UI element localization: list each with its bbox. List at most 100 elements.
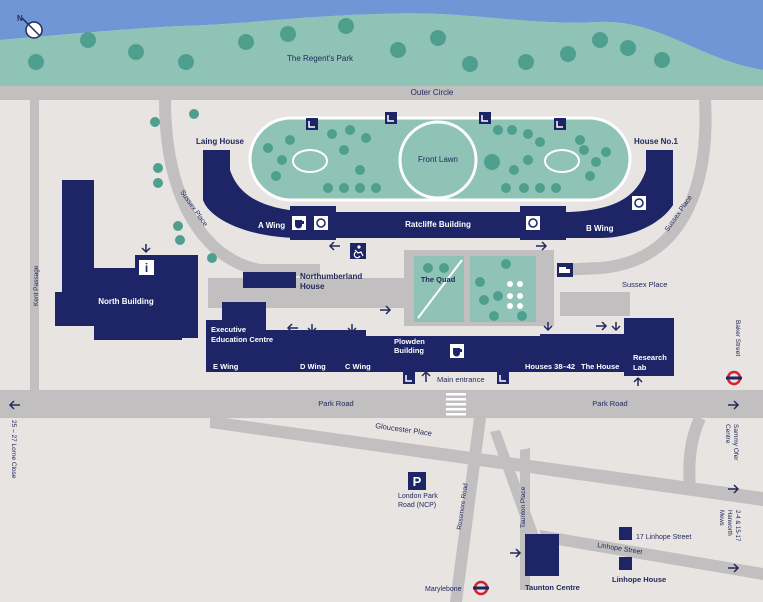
restaurant-plate xyxy=(316,218,326,228)
arrow-icon xyxy=(380,305,392,315)
regents-park xyxy=(0,13,763,89)
underground-icon[interactable] xyxy=(473,580,489,596)
tree xyxy=(501,259,511,269)
label-a-wing: A Wing xyxy=(258,221,285,230)
northumberland-house xyxy=(243,272,296,288)
entrance-icon[interactable] xyxy=(554,118,566,130)
label-laing-house: Laing House xyxy=(196,137,245,146)
arrow-icon xyxy=(286,323,298,333)
research-lab xyxy=(624,318,674,376)
label-plowden-1: Plowden xyxy=(394,337,425,346)
parking-glyph: P xyxy=(413,474,422,489)
cafe-cup xyxy=(295,220,304,229)
pedestrian-crossing xyxy=(446,393,466,416)
linhope-17-building xyxy=(619,527,632,540)
tree xyxy=(479,295,489,305)
tree xyxy=(509,165,519,175)
entrance-glyph xyxy=(556,121,563,128)
label-london-park-2: Road (NCP) xyxy=(398,502,436,509)
tree xyxy=(345,125,355,135)
arrow-icon xyxy=(728,484,740,494)
label-sussex-place-south: Sussex Place xyxy=(622,280,667,289)
restaurant-icon[interactable] xyxy=(632,196,646,210)
label-main-entrance: Main entrance xyxy=(437,375,485,384)
tree xyxy=(462,56,478,72)
tree xyxy=(327,129,337,139)
tree xyxy=(207,253,217,263)
label-baker-street: Baker Street xyxy=(734,320,741,356)
direction-arrows xyxy=(8,241,740,573)
tree xyxy=(620,40,636,56)
restaurant-icon-bg xyxy=(314,216,328,230)
tree xyxy=(263,143,273,153)
tree xyxy=(519,183,529,193)
label-outer-circle: Outer Circle xyxy=(411,88,454,97)
entrance-icon[interactable] xyxy=(385,112,397,124)
tree xyxy=(323,183,333,193)
tree xyxy=(579,145,589,155)
entrance-glyph xyxy=(405,375,412,382)
entrance-icon[interactable] xyxy=(479,112,491,124)
tree xyxy=(271,171,281,181)
tree xyxy=(501,183,511,193)
restaurant-icon[interactable] xyxy=(526,216,540,230)
entrance-icon[interactable] xyxy=(403,372,415,384)
quad-trees xyxy=(423,259,527,321)
tree xyxy=(277,155,287,165)
label-linhope-17: 17 Linhope Street xyxy=(636,534,691,541)
arrow-icon xyxy=(633,376,643,386)
compass-needle xyxy=(21,17,41,37)
entrance-icon-bg xyxy=(385,112,397,124)
arrow-icon xyxy=(8,400,20,410)
compass-n: N xyxy=(17,14,23,23)
label-front-lawn: Front Lawn xyxy=(418,155,458,164)
label-kent-passage: Kent Passage xyxy=(33,265,40,306)
crossing-stripe xyxy=(446,408,466,411)
label-northumberland-2: House xyxy=(300,282,325,291)
tree xyxy=(535,137,545,147)
underground-icon[interactable] xyxy=(726,370,742,386)
cafe-icon[interactable] xyxy=(292,216,306,230)
roundel-bar xyxy=(726,376,742,380)
tree xyxy=(280,26,296,42)
arrow-icon xyxy=(328,241,340,251)
cafe-icon[interactable] xyxy=(450,344,464,358)
accessible-icon[interactable] xyxy=(350,243,366,259)
delivery-truck-cab xyxy=(566,269,570,273)
roundel-bar xyxy=(473,586,489,590)
arrow-icon xyxy=(611,322,621,332)
arrow-icon xyxy=(728,400,740,410)
seat xyxy=(507,281,513,287)
label-c-wing: C Wing xyxy=(345,362,371,371)
accessible-body xyxy=(353,249,364,259)
arrow-icon xyxy=(347,324,357,334)
restaurant-icon[interactable] xyxy=(314,216,328,230)
label-exec-2: Education Centre xyxy=(211,335,273,344)
entrance-icon[interactable] xyxy=(497,372,509,384)
tree xyxy=(489,311,499,321)
entrance-icon[interactable] xyxy=(306,118,318,130)
tree xyxy=(601,147,611,157)
label-research-1: Research xyxy=(633,353,667,362)
seat xyxy=(517,303,523,309)
tree xyxy=(430,30,446,46)
label-linhope-house: Linhope House xyxy=(612,575,666,584)
tree xyxy=(28,54,44,70)
sussex-place-east xyxy=(559,99,712,276)
label-lorne-close: 25 – 27 Lorne Close xyxy=(10,420,17,479)
gloucester-place-road xyxy=(210,416,763,506)
parking-icon[interactable]: P xyxy=(408,472,426,490)
label-the-house: The House xyxy=(581,362,619,371)
sammy-ofer-road xyxy=(683,415,706,491)
info-icon[interactable]: i xyxy=(139,260,154,275)
roadside-trees xyxy=(150,109,217,263)
label-ratcliffe: Ratcliffe Building xyxy=(405,220,471,229)
tree xyxy=(560,46,576,62)
tree xyxy=(361,133,371,143)
tree xyxy=(285,135,295,145)
tree xyxy=(423,263,433,273)
info-glyph: i xyxy=(145,261,148,275)
label-hanworth-3: Mews xyxy=(718,510,724,526)
delivery-icon[interactable] xyxy=(557,263,573,277)
